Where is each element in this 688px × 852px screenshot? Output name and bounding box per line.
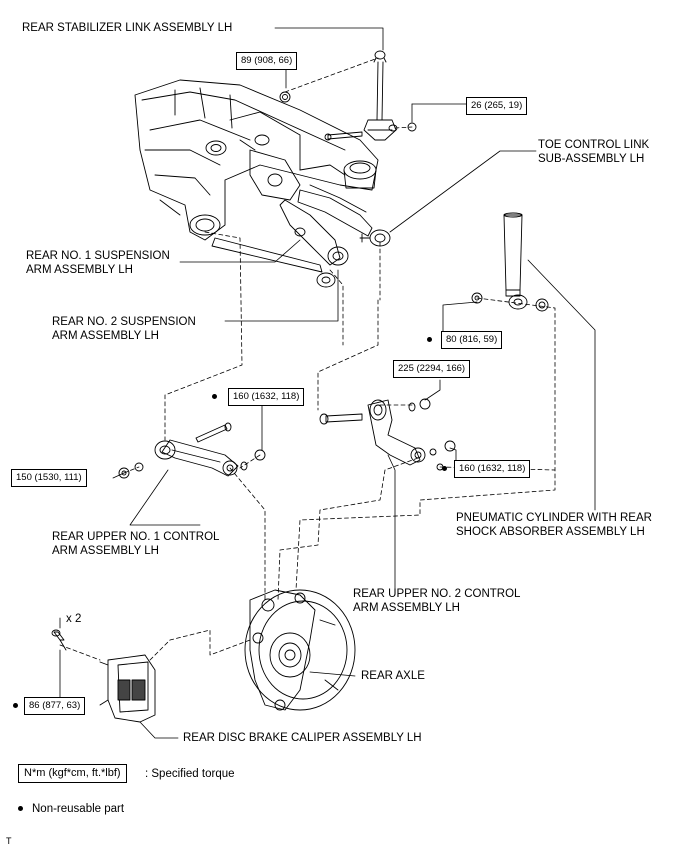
leader-lines: [59, 27, 596, 739]
no1-suspension-arm: [211, 237, 336, 288]
torque-box-225: 225 (2294, 166): [393, 360, 471, 378]
legend-unit-box: N*m (kgf*cm, ft.*lbf): [18, 764, 127, 783]
label-no1-suspension-line2: ARM ASSEMBLY LH: [26, 264, 133, 276]
label-rear-stabilizer-link: REAR STABILIZER LINK ASSEMBLY LH: [22, 22, 233, 34]
label-pneumatic-line2: SHOCK ABSORBER ASSEMBLY LH: [456, 526, 645, 538]
label-upper-no1-line2: ARM ASSEMBLY LH: [52, 545, 159, 557]
torque-box-80: 80 (816, 59): [441, 331, 503, 349]
torque-box-89: 89 (908, 66): [236, 52, 298, 70]
nonreusable-dot: [427, 337, 432, 342]
torque-box-86: 86 (877, 63): [24, 697, 86, 715]
label-upper-no1-line1: REAR UPPER NO. 1 CONTROL: [52, 531, 220, 543]
upper-no1-control-arm-art: [118, 422, 266, 479]
nonreusable-dot: [212, 394, 217, 399]
no2-suspension-arm: [279, 199, 349, 266]
stabilizer-link-art: [279, 50, 417, 141]
torque-box-150: 150 (1530, 111): [11, 469, 87, 487]
label-quantity: x 2: [66, 613, 82, 625]
legend-nonreusable-dot: [18, 806, 23, 811]
legend-unit-description: : Specified torque: [145, 768, 235, 780]
label-upper-no2-line2: ARM ASSEMBLY LH: [353, 602, 460, 614]
brake-caliper-art: [51, 629, 156, 723]
label-pneumatic-line1: PNEUMATIC CYLINDER WITH REAR: [456, 512, 652, 524]
upper-no2-control-arm-art: [319, 398, 456, 471]
legend-nonreusable-text: Non-reusable part: [32, 803, 125, 815]
nonreusable-dot: [13, 703, 18, 708]
rear-suspension-member: [134, 79, 379, 241]
label-no2-suspension-line2: ARM ASSEMBLY LH: [52, 330, 159, 342]
torque-box-160-upper1: 160 (1632, 118): [228, 388, 305, 406]
nonreusable-dot: [442, 466, 447, 471]
corner-mark: T: [6, 836, 12, 846]
torque-box-160-upper2: 160 (1632, 118): [454, 460, 531, 478]
label-toe-control-line2: SUB-ASSEMBLY LH: [538, 153, 645, 165]
label-toe-control-line1: TOE CONTROL LINK: [538, 139, 650, 151]
label-no2-suspension-line1: REAR NO. 2 SUSPENSION: [52, 316, 196, 328]
assembly-dashed-lines: [59, 57, 556, 661]
label-no1-suspension-line1: REAR NO. 1 SUSPENSION: [26, 250, 170, 262]
toe-control-link: [297, 184, 391, 247]
label-rear-axle: REAR AXLE: [361, 670, 425, 682]
label-upper-no2-line1: REAR UPPER NO. 2 CONTROL: [353, 588, 521, 600]
torque-box-26: 26 (265, 19): [466, 97, 528, 115]
shock-absorber-art: [471, 212, 549, 312]
label-brake-caliper: REAR DISC BRAKE CALIPER ASSEMBLY LH: [183, 732, 422, 744]
rear-axle-art: [244, 589, 356, 711]
